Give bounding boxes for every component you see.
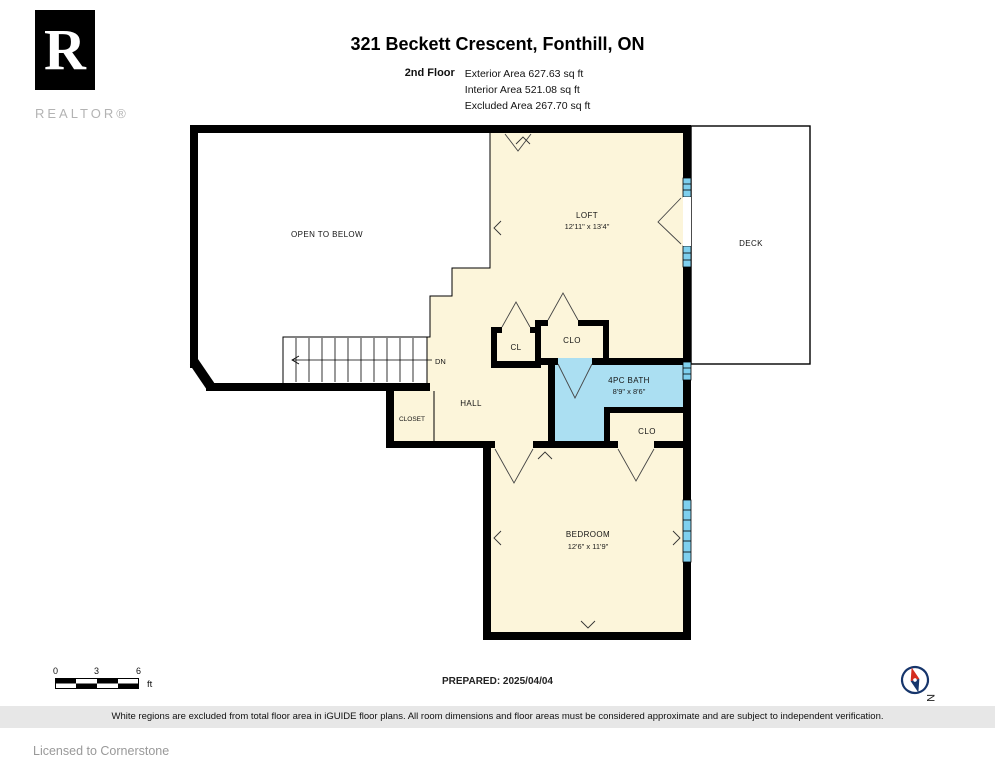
- scale-tick-6: 6: [136, 666, 142, 676]
- license-text: Licensed to Cornerstone: [33, 744, 170, 758]
- room-dims-bath: 8'9" x 8'6": [613, 387, 646, 396]
- scale-tick-0: 0: [53, 666, 59, 676]
- excluded-area: Excluded Area 267.70 sq ft: [464, 100, 591, 112]
- scale-bar: 0 3 6 ft: [53, 666, 175, 692]
- scale-bar-checker: [55, 678, 139, 689]
- loft-window-1: [682, 177, 692, 198]
- room-label-clo-upper: CLO: [563, 336, 581, 345]
- deck-door-swing: [657, 197, 682, 245]
- room-label-open-to-below: OPEN TO BELOW: [291, 230, 363, 239]
- realtor-brand-text: REALTOR®: [35, 106, 129, 121]
- page-title: 321 Beckett Crescent, Fonthill, ON: [350, 34, 645, 54]
- compass-north-label: N: [924, 694, 936, 702]
- bath-window: [682, 361, 692, 381]
- room-label-bedroom: BEDROOM: [566, 530, 610, 539]
- bath-door-swing: [557, 363, 593, 400]
- stairs-direction-arrow-icon: [291, 355, 300, 365]
- room-label-clo-lower: CLO: [638, 427, 656, 436]
- room-label-deck: DECK: [739, 239, 763, 248]
- room-label-bath: 4PC BATH: [608, 376, 650, 385]
- room-dims-bedroom: 12'6" x 11'9": [568, 542, 609, 551]
- bedroom-door-swing: [494, 448, 534, 484]
- open-to-below-boundary: [282, 133, 491, 383]
- interior-area: Interior Area 521.08 sq ft: [464, 84, 580, 96]
- stairs-dn-label: DN: [435, 357, 446, 366]
- clo-upper-door-swing: [547, 292, 579, 321]
- room-label-closet: CLOSET: [399, 416, 425, 423]
- disclaimer-text: White regions are excluded from total fl…: [0, 706, 995, 728]
- doors: [494, 133, 691, 484]
- room-dims-loft: 12'11" x 13'4": [565, 222, 610, 231]
- dimension-arrows: [493, 136, 681, 629]
- prepared-date: PREPARED: 2025/04/04: [442, 676, 553, 687]
- loft-window-2: [682, 245, 692, 268]
- floor-label: 2nd Floor: [404, 67, 455, 79]
- clo-lower-door-swing: [617, 448, 655, 482]
- room-label-hall: HALL: [460, 399, 482, 408]
- floor-info: 2nd Floor Exterior Area 627.63 sq ft Int…: [0, 66, 995, 114]
- loft-hatch-swing: [504, 133, 532, 152]
- realtor-logo-letter: R: [44, 17, 86, 82]
- area-summary: Exterior Area 627.63 sq ft Interior Area…: [465, 66, 591, 114]
- scale-tick-3: 3: [94, 666, 100, 676]
- cl-door-swing: [501, 301, 531, 328]
- room-label-loft: LOFT: [576, 211, 598, 220]
- bedroom-window: [682, 499, 692, 563]
- room-label-cl: CL: [510, 343, 521, 352]
- exterior-area: Exterior Area 627.63 sq ft: [464, 68, 584, 80]
- realtor-logo-icon: R: [35, 10, 95, 90]
- scale-unit: ft: [147, 679, 153, 690]
- walls: [189, 125, 691, 640]
- compass-icon: N: [900, 665, 936, 702]
- stairs: [283, 337, 432, 383]
